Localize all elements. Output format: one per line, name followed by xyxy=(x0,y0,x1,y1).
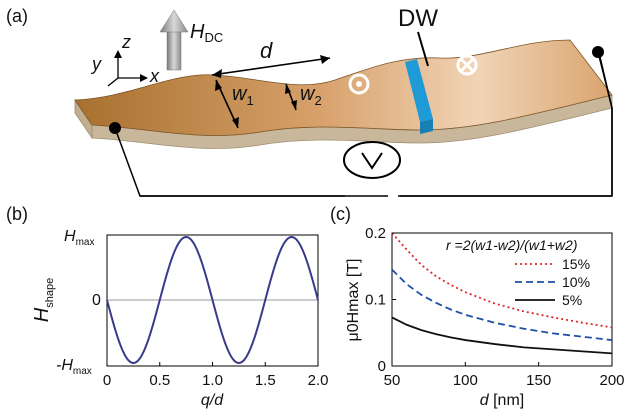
panel-b-label: (b) xyxy=(6,204,28,224)
panel-c-label: (c) xyxy=(330,204,351,224)
svg-text:Hshape: Hshape xyxy=(31,278,56,322)
b-ytick-bottom: -H xyxy=(56,357,73,374)
domain-wall xyxy=(405,59,433,122)
axis-y-label: y xyxy=(90,54,102,74)
d-dimension-arrow xyxy=(211,57,331,76)
c-xtick-label: 100 xyxy=(453,372,478,389)
c-series-5% xyxy=(391,316,613,355)
c-ytick-label: 0.2 xyxy=(365,225,386,242)
svg-text:HDC: HDC xyxy=(190,21,223,45)
voltmeter-icon xyxy=(343,141,401,179)
w1-label: w xyxy=(232,83,248,105)
into-plane-cross-icon xyxy=(456,54,478,76)
b-ytick-top: H xyxy=(64,228,76,245)
out-of-plane-dot-icon xyxy=(348,73,370,95)
b-ytick-zero: 0 xyxy=(92,292,101,309)
c-series-10% xyxy=(391,268,613,341)
b-xlabel: q/d xyxy=(201,392,224,409)
c-series-15% xyxy=(391,232,613,329)
b-xtick-label: 1.0 xyxy=(202,372,223,389)
c-xtick-label: 200 xyxy=(599,372,624,389)
dw-pointer xyxy=(417,31,429,67)
c-legend-label: 5% xyxy=(562,292,582,308)
b-xtick-label: 0 xyxy=(103,372,111,389)
c-xtick-label: 50 xyxy=(384,372,401,389)
field-label: H xyxy=(190,21,205,43)
field-arrow-icon xyxy=(159,9,189,71)
panel-a-label: (a) xyxy=(6,6,28,26)
axis-x-label: x xyxy=(149,66,160,86)
b-ytick-bottom-sub: max xyxy=(73,366,92,377)
c-xlabel-var: d xyxy=(480,392,490,409)
c-legend-label: 15% xyxy=(562,256,590,272)
dw-label: DW xyxy=(398,5,438,32)
field-label-sub: DC xyxy=(204,30,223,45)
b-xtick-label: 1.5 xyxy=(255,372,276,389)
axis-z-label: z xyxy=(121,32,131,52)
c-xtick-label: 150 xyxy=(526,372,551,389)
w2-sub: 2 xyxy=(314,93,321,108)
c-ytick-label: 0.1 xyxy=(365,292,386,309)
svg-text:w2: w2 xyxy=(300,83,322,108)
c-legend-title: r =2(w1-w2)/(w1+w2) xyxy=(446,237,577,253)
panel-c: (c) 0 0.1 0.2 50 100 150 200 μ0Hmax [T] d [nm… xyxy=(330,204,625,409)
svg-text:w1: w1 xyxy=(232,83,254,108)
b-ylabel: H xyxy=(31,307,53,322)
c-xlabel-unit: [nm] xyxy=(493,392,524,409)
svg-text:Hmax: Hmax xyxy=(64,228,94,248)
plot-c-curves xyxy=(391,232,613,355)
coordinate-axes xyxy=(107,50,148,87)
c-xticks: 50 100 150 200 xyxy=(384,362,625,389)
b-ytick-top-sub: max xyxy=(76,237,95,248)
c-ytick-label: 0 xyxy=(378,358,386,375)
b-ylabel-sub: shape xyxy=(44,278,56,308)
c-legend-label: 10% xyxy=(562,274,590,290)
strip-top xyxy=(74,39,613,136)
b-xticks: 0 0.5 1.0 1.5 2.0 xyxy=(103,362,329,389)
b-xtick-label: 0.5 xyxy=(149,372,170,389)
contact-left xyxy=(109,122,121,134)
svg-text:-Hmax: -Hmax xyxy=(56,357,92,377)
w2-label: w xyxy=(300,83,316,105)
w1-sub: 1 xyxy=(246,93,253,108)
c-ylabel: μ0Hmax [T] xyxy=(345,258,362,341)
svg-text:d [nm]: d [nm] xyxy=(480,392,524,409)
c-yticks: 0 0.1 0.2 xyxy=(365,225,396,375)
b-xtick-label: 2.0 xyxy=(308,372,329,389)
panel-a: (a) xyxy=(6,5,613,197)
plot-b-curve xyxy=(106,235,319,365)
c-legend: 15% 10% 5% xyxy=(515,256,590,308)
d-label: d xyxy=(260,38,273,63)
